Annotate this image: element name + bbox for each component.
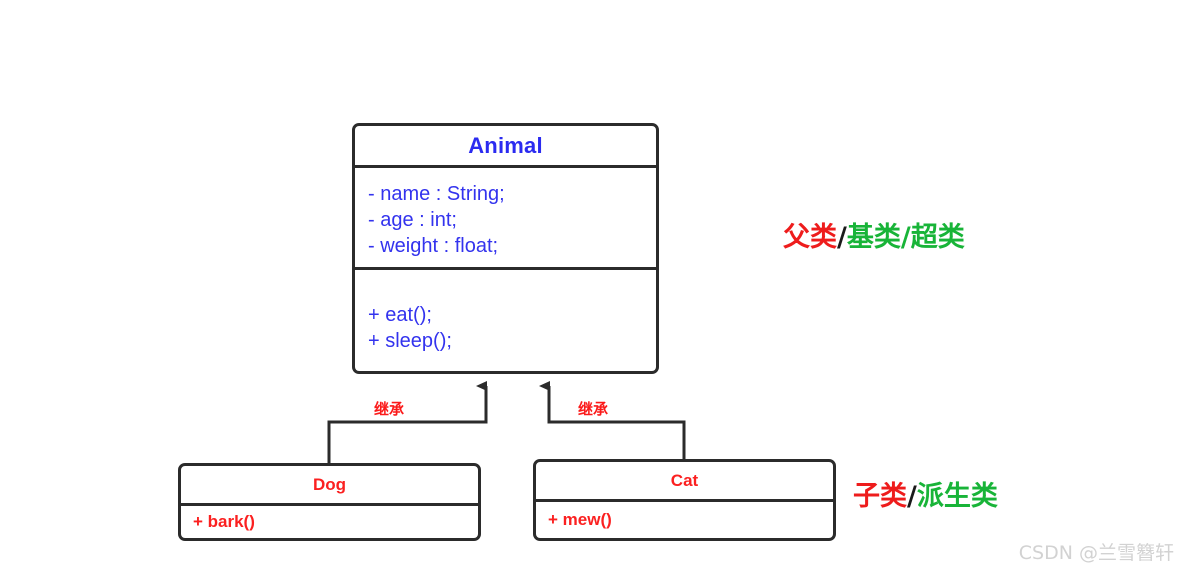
- method-row: + eat();: [368, 304, 432, 326]
- class-name-animal: Animal: [468, 132, 543, 158]
- compartment-divider: [355, 165, 656, 168]
- attribute-row: - age : int;: [368, 209, 457, 231]
- annotation-term-child: 子类: [853, 481, 907, 512]
- attribute-row: - name : String;: [368, 183, 505, 205]
- attribute-row: - weight : float;: [368, 235, 499, 257]
- method-row: + bark(): [193, 512, 255, 531]
- annotation-term-base: 基类: [846, 222, 901, 253]
- class-name-header-cat: Cat: [536, 462, 833, 499]
- annotation-separator: /: [837, 222, 847, 253]
- compartment-divider: [181, 503, 478, 506]
- method-row: + sleep();: [368, 330, 452, 352]
- edge-label-inheritance-dog: 继承: [374, 401, 405, 418]
- attributes-compartment-animal: - name : String; - age : int; - weight :…: [355, 168, 656, 268]
- annotation-term-derived: 派生类: [916, 481, 998, 512]
- class-box-animal[interactable]: Animal - name : String; - age : int; - w…: [352, 123, 659, 374]
- methods-compartment-dog: + bark(): [181, 506, 478, 538]
- annotation-separator: /: [907, 481, 917, 512]
- annotation-separator: /: [900, 222, 911, 253]
- class-name-header-dog: Dog: [181, 466, 478, 503]
- compartment-divider: [355, 267, 656, 270]
- class-name-cat: Cat: [670, 470, 699, 490]
- edge-label-inheritance-cat: 继承: [578, 401, 609, 418]
- method-row: + mew(): [548, 510, 612, 529]
- inheritance-edge-cat: [539, 381, 686, 459]
- annotation-term-parent: 父类: [783, 222, 837, 253]
- annotation-child-class: 子类/派生类: [853, 474, 998, 513]
- inheritance-edge-dog: [327, 381, 488, 463]
- annotation-term-super: 超类: [910, 222, 965, 253]
- class-name-header-animal: Animal: [355, 126, 656, 165]
- methods-compartment-cat: + mew(): [536, 502, 833, 538]
- compartment-divider: [536, 499, 833, 502]
- class-box-cat[interactable]: Cat + mew(): [533, 459, 836, 541]
- class-name-dog: Dog: [312, 474, 347, 494]
- watermark: CSDN @兰雪簪轩: [1018, 542, 1174, 564]
- annotation-parent-class: 父类/基类/超类: [783, 215, 965, 254]
- class-box-dog[interactable]: Dog + bark(): [178, 463, 481, 541]
- methods-compartment-animal: + eat(); + sleep();: [355, 270, 656, 371]
